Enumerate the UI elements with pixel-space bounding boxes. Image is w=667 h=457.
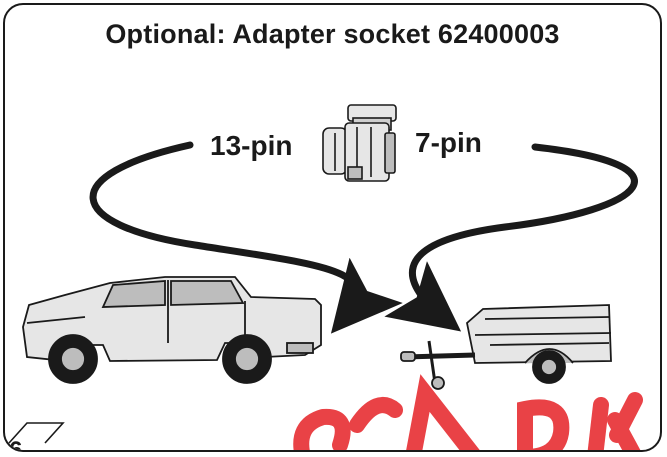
diagram-frame: Optional: Adapter socket 62400003	[3, 3, 662, 452]
page-number: 6	[9, 437, 23, 452]
arrow-13pin	[89, 141, 403, 334]
diagram-title: Optional: Adapter socket 62400003	[105, 19, 560, 49]
label-7-pin: 7-pin	[415, 127, 482, 158]
page-corner-notch	[8, 422, 65, 444]
watermark-graphic	[293, 374, 643, 450]
label-13-pin: 13-pin	[210, 130, 293, 161]
diagram-artwork	[8, 104, 643, 450]
pickup-truck-icon	[22, 276, 322, 384]
trailer-icon	[400, 304, 612, 390]
arrow-7pin	[384, 143, 638, 332]
adapter-socket-icon	[322, 104, 397, 182]
